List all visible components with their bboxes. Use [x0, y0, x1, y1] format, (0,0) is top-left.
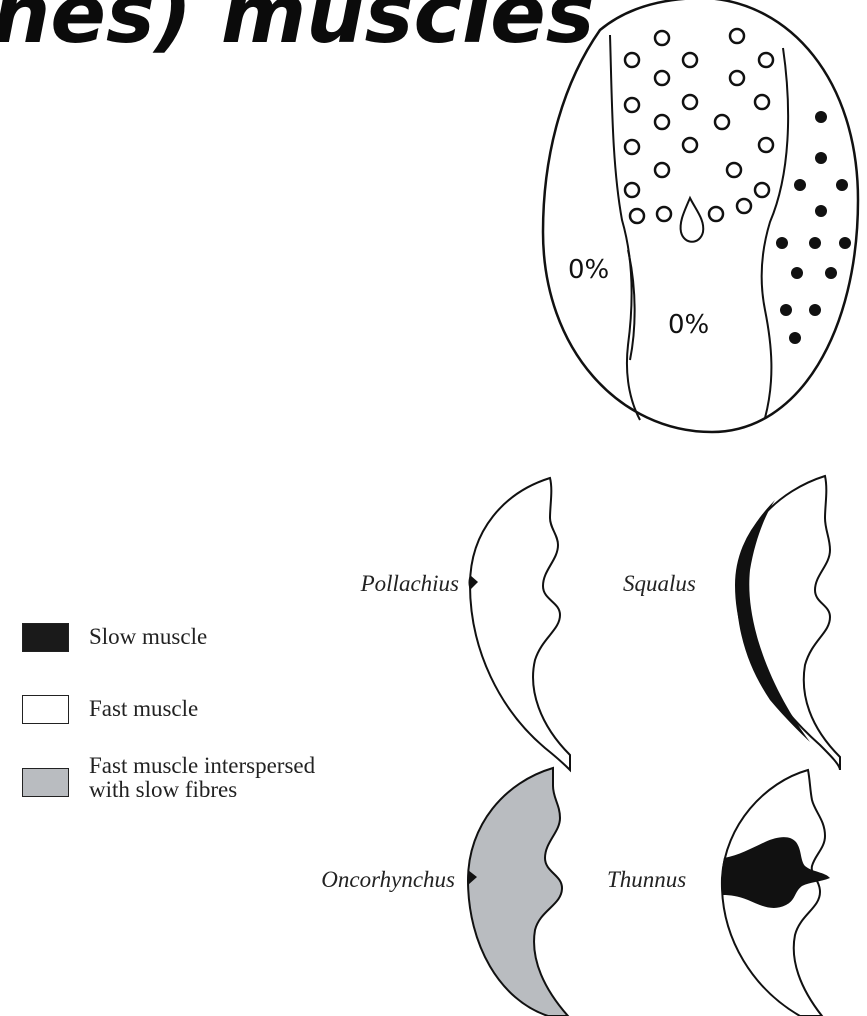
species-label-pollachius: Pollachius: [361, 572, 459, 595]
pollachius-outline: [470, 478, 570, 770]
pollachius-section: [469, 478, 571, 770]
oncorhynchus-outline: [468, 768, 568, 1016]
species-label-squalus: Squalus: [623, 572, 696, 595]
species-label-oncorhynchus: Oncorhynchus: [321, 868, 455, 891]
oncorhynchus-section: [467, 768, 568, 1016]
species-label-thunnus: Thunnus: [607, 868, 686, 891]
squalus-section: [736, 476, 840, 770]
thunnus-section: [722, 770, 830, 1016]
